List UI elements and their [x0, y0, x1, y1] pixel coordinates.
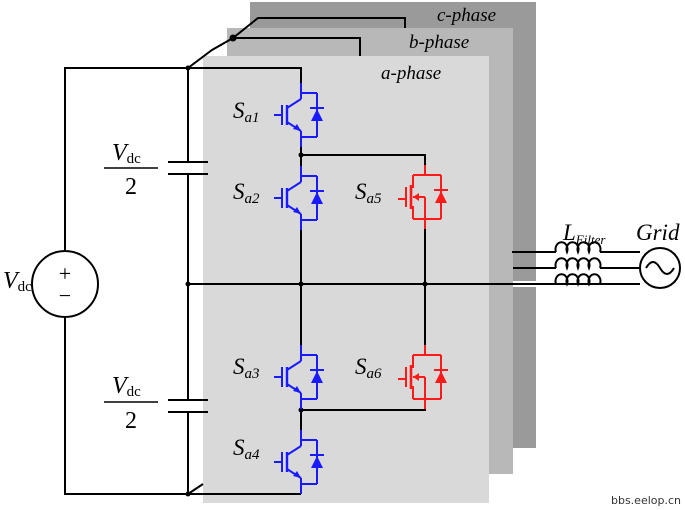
- junction-dot: [298, 281, 304, 287]
- source-label: Vdc: [3, 268, 32, 295]
- capacitor-bottom: [168, 399, 208, 413]
- label-sa6: Sa6: [355, 354, 382, 382]
- label-sa3: Sa3: [233, 354, 260, 382]
- panel-a-phase: [203, 56, 489, 503]
- filter-inductors: [512, 241, 640, 287]
- source-minus: −: [59, 283, 71, 308]
- label-sa1: Sa1: [233, 98, 260, 126]
- label-sa4: Sa4: [233, 435, 260, 463]
- grid-label: Grid: [636, 220, 680, 245]
- label-sa2: Sa2: [233, 179, 260, 207]
- grid-ac-source: [639, 247, 681, 289]
- junction-dot: [185, 281, 191, 287]
- junction-dot: [298, 152, 304, 158]
- filter-label: LFilter: [562, 220, 606, 247]
- dc-source-wiring: [64, 67, 301, 495]
- label-sa5: Sa5: [355, 179, 382, 207]
- cap-bottom-denominator: 2: [125, 408, 137, 434]
- label-a-phase: a-phase: [381, 63, 441, 84]
- capacitor-top: [168, 161, 208, 175]
- dc-voltage-source: + −: [31, 250, 99, 318]
- cap-top-numerator: Vdc: [112, 140, 141, 167]
- source-plus: +: [59, 261, 71, 286]
- phase-bus-top: [187, 17, 406, 83]
- junction-dot: [298, 407, 304, 413]
- junction-dot: [422, 281, 428, 287]
- junction-dot: [185, 491, 191, 497]
- cap-bottom-numerator: Vdc: [112, 373, 141, 400]
- label-b-phase: b-phase: [409, 32, 469, 53]
- cap-top-denominator: 2: [125, 174, 137, 200]
- watermark: bbs.eelop.cn: [611, 494, 681, 507]
- label-c-phase: c-phase: [437, 5, 496, 26]
